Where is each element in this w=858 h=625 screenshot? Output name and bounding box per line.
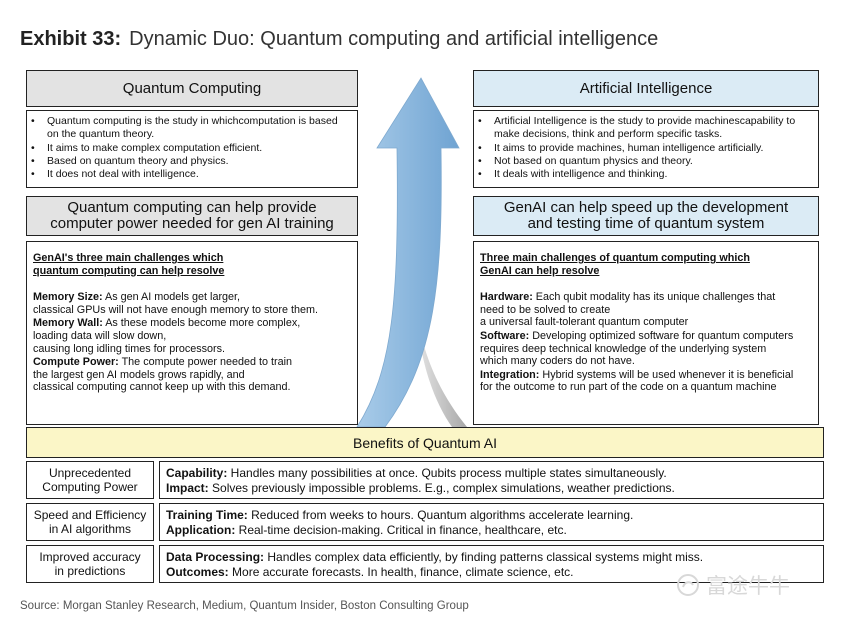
left-bullet-list: •Quantum computing is the study in which… xyxy=(27,111,357,181)
center-arrow xyxy=(356,77,467,428)
benefit-row-detail: Training Time: Reduced from weeks to hou… xyxy=(159,503,824,541)
list-item: •It aims to provide machines, human inte… xyxy=(478,141,764,154)
list-item: •It does not deal with intelligence. xyxy=(31,168,199,181)
watermark: 富途牛牛 xyxy=(676,570,790,600)
source-note: Source: Morgan Stanley Research, Medium,… xyxy=(20,600,469,612)
exhibit-number: Exhibit 33: xyxy=(20,28,122,50)
left-bullets-box: •Quantum computing is the study in which… xyxy=(26,110,358,188)
right-challenges-box: Three main challenges of quantum computi… xyxy=(473,241,819,425)
benefit-row-detail: Capability: Handles many possibilities a… xyxy=(159,461,824,499)
gray-swoosh xyxy=(415,300,467,427)
list-item: Memory Size: As gen AI models get larger… xyxy=(33,291,319,316)
list-item: Hardware: Each qubit modality has its un… xyxy=(480,291,776,329)
list-item: •It aims to make complex computation eff… xyxy=(31,141,263,154)
list-item: Integration: Hybrid systems will be used… xyxy=(480,368,794,394)
list-item: •It deals with intelligence and thinking… xyxy=(478,168,668,181)
watermark-logo-icon xyxy=(677,574,699,596)
left-header-label: Quantum Computing xyxy=(122,80,262,97)
list-item: •Based on quantum theory and physics. xyxy=(31,154,229,167)
list-item: Software: Developing optimized software … xyxy=(480,329,794,368)
right-bullets-box: •Artificial Intelligence is the study to… xyxy=(473,110,819,188)
list-item: •Artificial Intelligence is the study to… xyxy=(478,115,796,141)
right-header-label: Artificial Intelligence xyxy=(579,80,713,97)
right-bullet-list: •Artificial Intelligence is the study to… xyxy=(474,111,818,181)
list-item: Compute Power: The compute power needed … xyxy=(33,356,293,394)
left-challenges-box: GenAI's three main challenges which quan… xyxy=(26,241,358,425)
right-challenges-title: Three main challenges of quantum computi… xyxy=(480,252,750,277)
benefits-header: Benefits of Quantum AI xyxy=(26,427,824,458)
list-item: •Quantum computing is the study in which… xyxy=(31,115,338,141)
right-header: Artificial Intelligence xyxy=(473,70,819,107)
watermark-text: 富途牛牛 xyxy=(706,575,790,598)
left-challenges-title: GenAI's three main challenges which quan… xyxy=(33,252,225,277)
exhibit-heading: Dynamic Duo: Quantum computing and artif… xyxy=(129,28,659,50)
list-item: Memory Wall: As these models become more… xyxy=(33,317,301,355)
benefits-title: Benefits of Quantum AI xyxy=(353,434,497,451)
list-item: •Not based on quantum physics and theory… xyxy=(478,154,693,167)
benefit-row-detail: Data Processing: Handles complex data ef… xyxy=(159,545,824,583)
left-header: Quantum Computing xyxy=(26,70,358,107)
exhibit-title: Exhibit 33: Dynamic Duo: Quantum computin… xyxy=(20,28,658,51)
blue-arrow xyxy=(356,77,460,428)
